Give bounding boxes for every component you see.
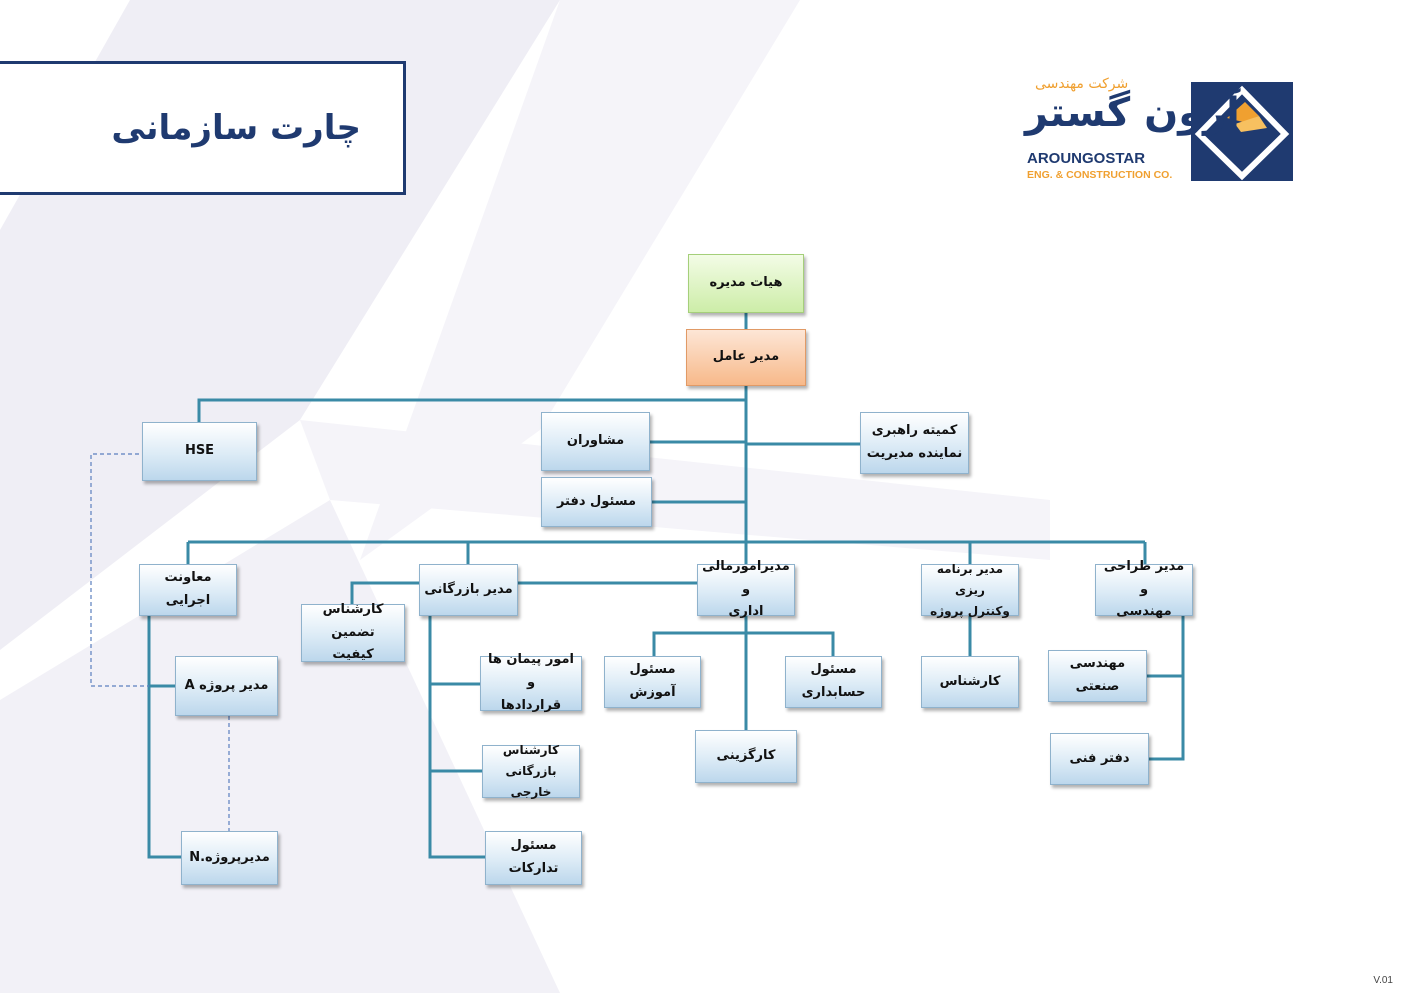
connector-exec-branch bbox=[147, 616, 181, 859]
node-human-resources[interactable]: کارگزینی bbox=[695, 730, 797, 783]
node-planning-expert[interactable]: کارشناس bbox=[921, 656, 1019, 708]
page-title-box: چارت سازمانی bbox=[0, 61, 406, 195]
node-advisors[interactable]: مشاوران bbox=[541, 412, 650, 471]
node-office-manager[interactable]: مسئول دفتر bbox=[541, 477, 652, 527]
page-title: چارت سازمانی bbox=[111, 108, 361, 148]
connector-design-branch bbox=[1149, 616, 1185, 761]
node-executive-deputy[interactable]: معاونت اجرایی bbox=[139, 564, 237, 616]
node-procurement-officer[interactable]: مسئول تدارکات bbox=[485, 831, 582, 885]
node-hse[interactable]: HSE bbox=[142, 422, 257, 481]
node-ceo[interactable]: مدیر عامل bbox=[686, 329, 806, 386]
version-label: V.01 bbox=[1373, 975, 1393, 986]
logo-emblem bbox=[1191, 82, 1293, 181]
node-commercial-manager[interactable]: مدیر بازرگانی bbox=[419, 564, 518, 616]
logo-name-en: AROUNGOSTAR bbox=[1027, 150, 1146, 167]
logo-subtitle: شرکت مهندسی bbox=[1035, 76, 1129, 92]
company-logo: شرکت مهندسی آرون گستر AROUNGOSTAR ENG. &… bbox=[1025, 76, 1293, 184]
node-industrial-engineering[interactable]: مهندسی صنعتی bbox=[1048, 650, 1147, 702]
node-board-of-directors[interactable]: هیات مدیره bbox=[688, 254, 804, 313]
connector-hse bbox=[197, 398, 746, 422]
connector-qa bbox=[350, 581, 419, 604]
dashed-hse-pm bbox=[90, 453, 149, 687]
connector-finance-bus bbox=[652, 631, 835, 656]
node-training-officer[interactable]: مسئول آموزش bbox=[604, 656, 701, 708]
logo-tagline-en: ENG. & CONSTRUCTION CO. bbox=[1027, 169, 1173, 181]
connector-commercial-branch bbox=[428, 616, 485, 859]
node-technical-office[interactable]: دفتر فنی bbox=[1050, 733, 1149, 785]
node-project-manager-n[interactable]: مدیرپروژه.N bbox=[181, 831, 278, 885]
node-project-manager-a[interactable]: مدیر پروژه A bbox=[175, 656, 278, 716]
logo-name-fa: آرون گستر bbox=[1025, 90, 1241, 136]
